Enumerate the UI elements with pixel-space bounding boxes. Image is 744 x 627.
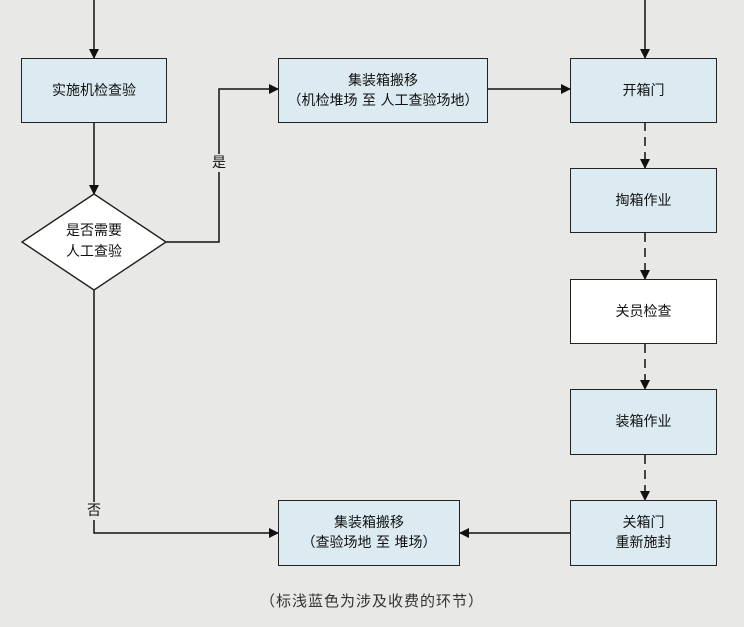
node-customs-check: 关员检查 [570, 279, 717, 344]
node-close-line1: 关箱门 [622, 515, 665, 531]
node-loading: 装箱作业 [570, 389, 717, 455]
node-open-door: 开箱门 [570, 58, 717, 123]
legend-caption: （标浅蓝色为涉及收费的环节） [259, 592, 484, 610]
node-open-door-label: 开箱门 [622, 82, 665, 99]
node-close-line2: 重新施封 [615, 535, 672, 551]
node-unloading: 掏箱作业 [570, 168, 717, 233]
node-machine-inspection-label: 实施机检查验 [52, 82, 136, 99]
node-container-move-to-yard: 集装箱搬移 （查验场地 至 堆场） [278, 500, 460, 566]
node-container-move-to-inspection: 集装箱搬移 （机检堆场 至 人工查验场地） [278, 58, 488, 123]
arrow-no-to-move2 [93, 290, 279, 538]
node-move1-line1: 集装箱搬移 [348, 72, 418, 89]
node-machine-inspection: 实施机检查验 [21, 58, 167, 123]
node-move2-line1: 集装箱搬移 [334, 515, 404, 531]
node-customs-check-label: 关员检查 [615, 303, 672, 320]
node-loading-label: 装箱作业 [615, 414, 672, 430]
node-move1-line2: （机检堆场 至 人工查验场地） [287, 92, 479, 109]
decision-diamond [20, 193, 168, 291]
node-move2-line2: （查验场地 至 堆场） [301, 535, 437, 551]
edge-label-no: 否 [87, 502, 101, 520]
node-close-and-reseal: 关箱门 重新施封 [570, 500, 717, 566]
decision-text: 是否需要 人工查验 [34, 221, 154, 263]
edge-label-yes: 是 [212, 154, 226, 172]
decision-line2: 人工查验 [66, 244, 122, 260]
decision-line1: 是否需要 [66, 223, 122, 239]
node-unloading-label: 掏箱作业 [615, 192, 672, 209]
